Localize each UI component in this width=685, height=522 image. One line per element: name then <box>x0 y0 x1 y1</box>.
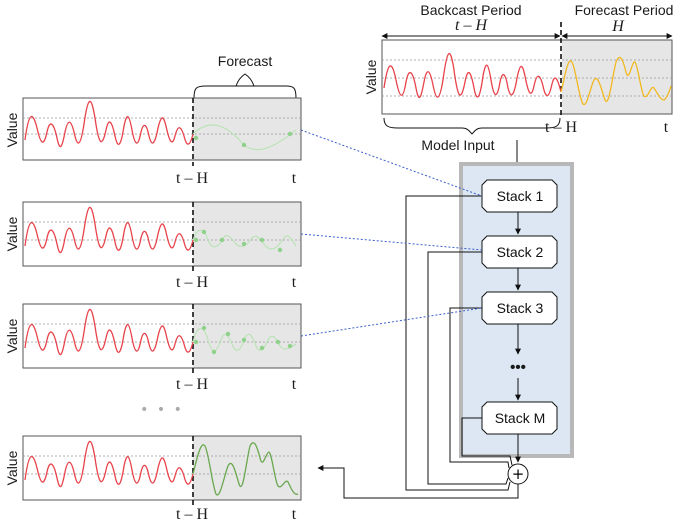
panel-2-tick-end: t <box>292 274 297 291</box>
forecast-period-label: Forecast Period <box>575 2 674 18</box>
top-backcast-line <box>383 53 562 99</box>
panel-4-value-label: Value <box>4 450 20 485</box>
final-forecast-panel: Value t – H t <box>4 435 302 522</box>
panel-2-value-label: Value <box>4 216 20 251</box>
panel-2-tick-start: t – H <box>176 274 208 291</box>
stack-1-output-route <box>405 195 511 491</box>
stack-m-block[interactable]: Stack M <box>481 401 558 435</box>
link-panel-1-stack-1 <box>300 129 483 197</box>
stack-3-output-panel: Value t – H t <box>4 303 302 393</box>
stack-ellipsis: ••• <box>510 359 526 376</box>
stack-1-block[interactable]: Stack 1 <box>481 179 558 213</box>
panel-3-tick-end: t <box>292 376 297 393</box>
panel-ellipsis: • • • <box>140 402 184 418</box>
panel-1-value-label: Value <box>4 112 20 147</box>
forecast-label: Forecast <box>218 53 273 69</box>
panel-3-tick-start: t – H <box>176 376 208 393</box>
forecast-shade <box>562 40 672 114</box>
panel-1-tick-start: t – H <box>176 170 208 187</box>
top-value-label: Value <box>363 59 379 94</box>
panel-4-tick-start: t – H <box>176 506 208 522</box>
stack-1-label: Stack 1 <box>497 188 544 204</box>
top-tick-end: t <box>664 119 669 136</box>
model-input-brace <box>383 117 561 135</box>
stack-3-output-route <box>449 307 510 469</box>
stack-m-label: Stack M <box>495 410 546 426</box>
stack-m-output-route <box>461 417 513 466</box>
final-output-arrow <box>317 465 519 499</box>
panel-1-tick-end: t <box>292 170 297 187</box>
stack-2-output-route <box>427 251 509 485</box>
link-panel-3-stack-3 <box>300 307 483 337</box>
top-tick-start: t – H <box>545 119 577 136</box>
stack-1-output-panel: Value t – H t <box>4 97 302 187</box>
link-panel-2-stack-2 <box>300 233 483 251</box>
top-forecast-line <box>560 56 672 106</box>
backcast-span-label: t – H <box>455 17 488 34</box>
top-plot-frame <box>381 39 673 115</box>
stack-3-label: Stack 3 <box>497 300 544 316</box>
stack-2-label: Stack 2 <box>497 244 544 260</box>
backcast-period-label: Backcast Period <box>420 2 521 18</box>
sum-symbol: + <box>512 465 525 483</box>
panel-3-value-label: Value <box>4 318 20 353</box>
forecast-span-label: H <box>611 18 625 35</box>
model-input-label: Model Input <box>421 137 494 153</box>
stack-3-block[interactable]: Stack 3 <box>481 291 558 325</box>
panel-4-tick-end: t <box>292 506 297 522</box>
stack-2-block[interactable]: Stack 2 <box>481 235 558 269</box>
stack-container: Stack 1 Stack 2 Stack 3 ••• Stack M + <box>317 162 574 499</box>
forecast-brace <box>193 85 297 99</box>
top-input-panel: Backcast Period Forecast Period t – H H … <box>363 2 674 177</box>
stack-2-output-panel: Value t – H t <box>4 201 302 291</box>
